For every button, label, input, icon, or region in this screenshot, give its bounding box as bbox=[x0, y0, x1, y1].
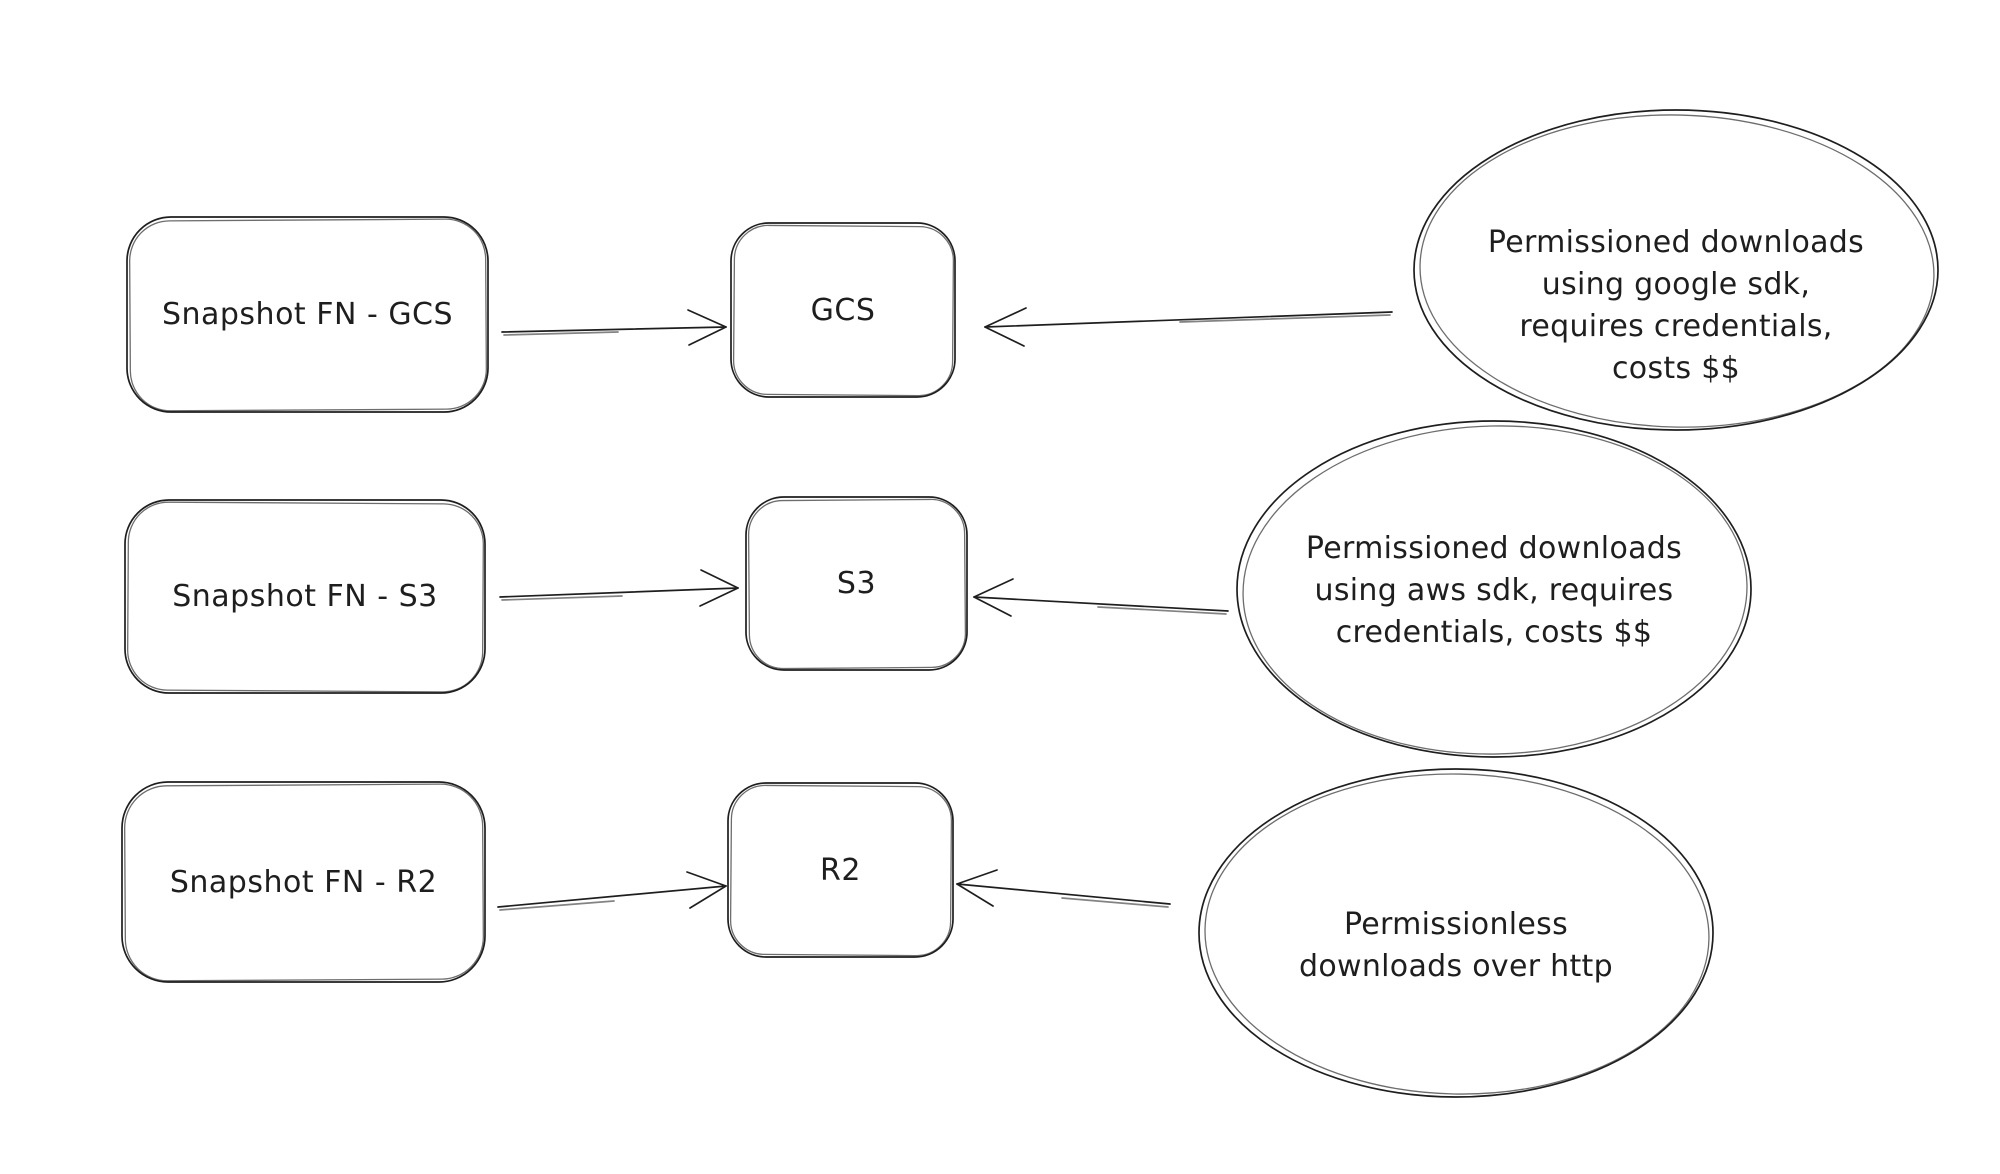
s3-target-box-label: S3 bbox=[836, 566, 877, 601]
r2-note-text: Permissionless downloads over http bbox=[1216, 904, 1696, 988]
arrow-r2-note-to-target bbox=[956, 869, 1171, 908]
note-line: using aws sdk, requires bbox=[1314, 573, 1674, 608]
note-line: credentials, costs $$ bbox=[1335, 615, 1653, 650]
note-line: Permissioned downloads bbox=[1487, 225, 1865, 260]
note-line: Permissionless bbox=[1343, 907, 1569, 942]
gcs-source-box-label: Snapshot FN - GCS bbox=[161, 297, 454, 332]
r2-target-box-label: R2 bbox=[820, 852, 861, 888]
r2-row-shapes bbox=[121, 768, 1714, 1098]
r2-source-box-label: Snapshot FN - R2 bbox=[169, 864, 438, 900]
arrow-s3-note-to-target bbox=[973, 578, 1229, 617]
gcs-note-text: Permissioned downloads using google sdk,… bbox=[1436, 222, 1916, 390]
s3-row-shapes bbox=[124, 420, 1752, 758]
note-line: using google sdk, bbox=[1541, 267, 1811, 302]
note-line: downloads over http bbox=[1299, 949, 1613, 984]
arrow-s3-source-to-target bbox=[499, 569, 739, 607]
arrow-r2-source-to-target bbox=[497, 871, 727, 911]
arrow-gcs-source-to-target bbox=[501, 309, 727, 346]
note-line: Permissioned downloads bbox=[1305, 531, 1683, 566]
s3-note-text: Permissioned downloads using aws sdk, re… bbox=[1254, 528, 1734, 654]
gcs-row-shapes bbox=[126, 109, 1939, 431]
gcs-target-box-label: GCS bbox=[810, 292, 876, 328]
note-line: requires credentials, bbox=[1519, 309, 1833, 344]
note-line: costs $$ bbox=[1612, 351, 1740, 386]
s3-source-box-label: Snapshot FN - S3 bbox=[172, 579, 438, 614]
arrow-gcs-note-to-target bbox=[984, 307, 1393, 347]
